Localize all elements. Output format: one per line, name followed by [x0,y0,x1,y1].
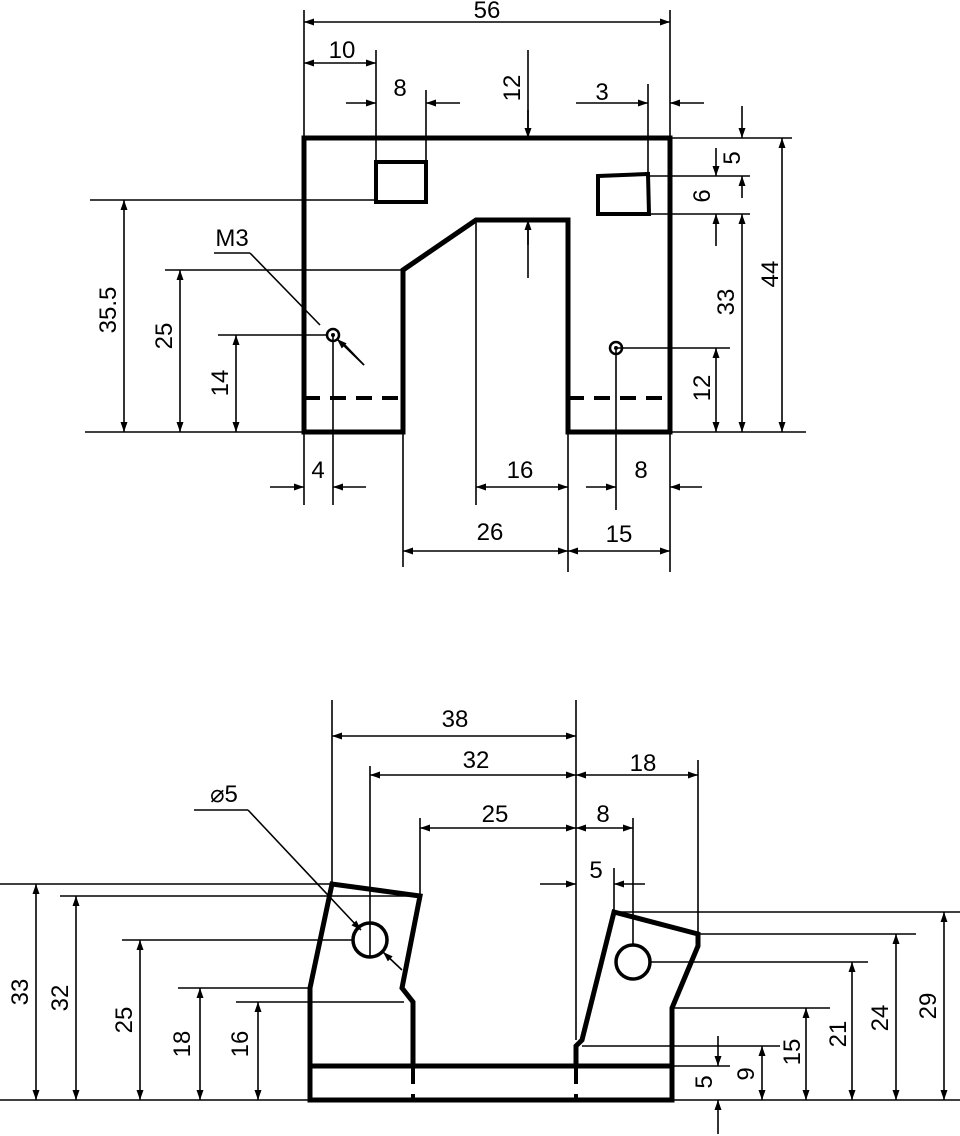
dim-25: 25 [151,323,178,350]
top-view-outline [301,135,673,435]
dim-14: 14 [207,370,234,397]
dim-9: 9 [733,1067,760,1080]
thread-label: M3 [215,225,248,252]
dim-25-top: 25 [482,801,509,828]
dim-18-left: 18 [169,1031,196,1058]
hole-right [614,943,652,981]
top-dimension-lines [120,18,786,555]
base-plate [307,1063,675,1103]
dim-12-top: 12 [499,75,526,102]
dim-32-top: 32 [463,747,490,774]
top-view: 56 10 8 3 12 5 6 44 33 12 35.5 25 14 M3 … [85,0,806,572]
dim-33: 33 [7,979,34,1006]
dim-5: 5 [719,151,746,164]
dim-8: 8 [596,801,609,828]
slot-right [596,171,652,216]
dim-38: 38 [442,706,469,733]
dim-8-top: 8 [393,75,406,102]
dim-12-right: 12 [689,375,716,402]
dim-16: 16 [227,1031,254,1058]
dim-26: 26 [477,519,504,546]
dim-16: 16 [507,457,534,484]
right-block [573,908,701,1066]
dim-18-top: 18 [630,750,657,777]
dim-15: 15 [779,1039,806,1066]
dim-44: 44 [757,261,784,288]
dim-8-bottom: 8 [634,457,647,484]
dim-32-left: 32 [47,985,74,1012]
dim-6: 6 [689,189,716,202]
dim-24: 24 [867,1005,894,1032]
dim-5-top: 5 [589,857,602,884]
dim-29: 29 [915,993,942,1020]
dim-35-5: 35.5 [95,287,122,334]
dim-15: 15 [606,521,633,548]
side-dimension-lines [32,732,948,1134]
dim-21: 21 [825,1021,852,1048]
dim-56: 56 [474,0,501,24]
dim-5-right: 5 [691,1075,718,1088]
side-view: 38 32 18 25 8 5 ⌀5 33 32 25 18 16 5 9 15… [0,700,960,1134]
hole-diameter-label: ⌀5 [210,781,238,808]
dim-4: 4 [311,457,324,484]
slot-left [374,160,428,204]
dim-10: 10 [329,37,356,64]
dim-3: 3 [595,79,608,106]
dim-33: 33 [713,289,740,316]
left-block [307,881,423,1066]
dim-25-left: 25 [111,1007,138,1034]
